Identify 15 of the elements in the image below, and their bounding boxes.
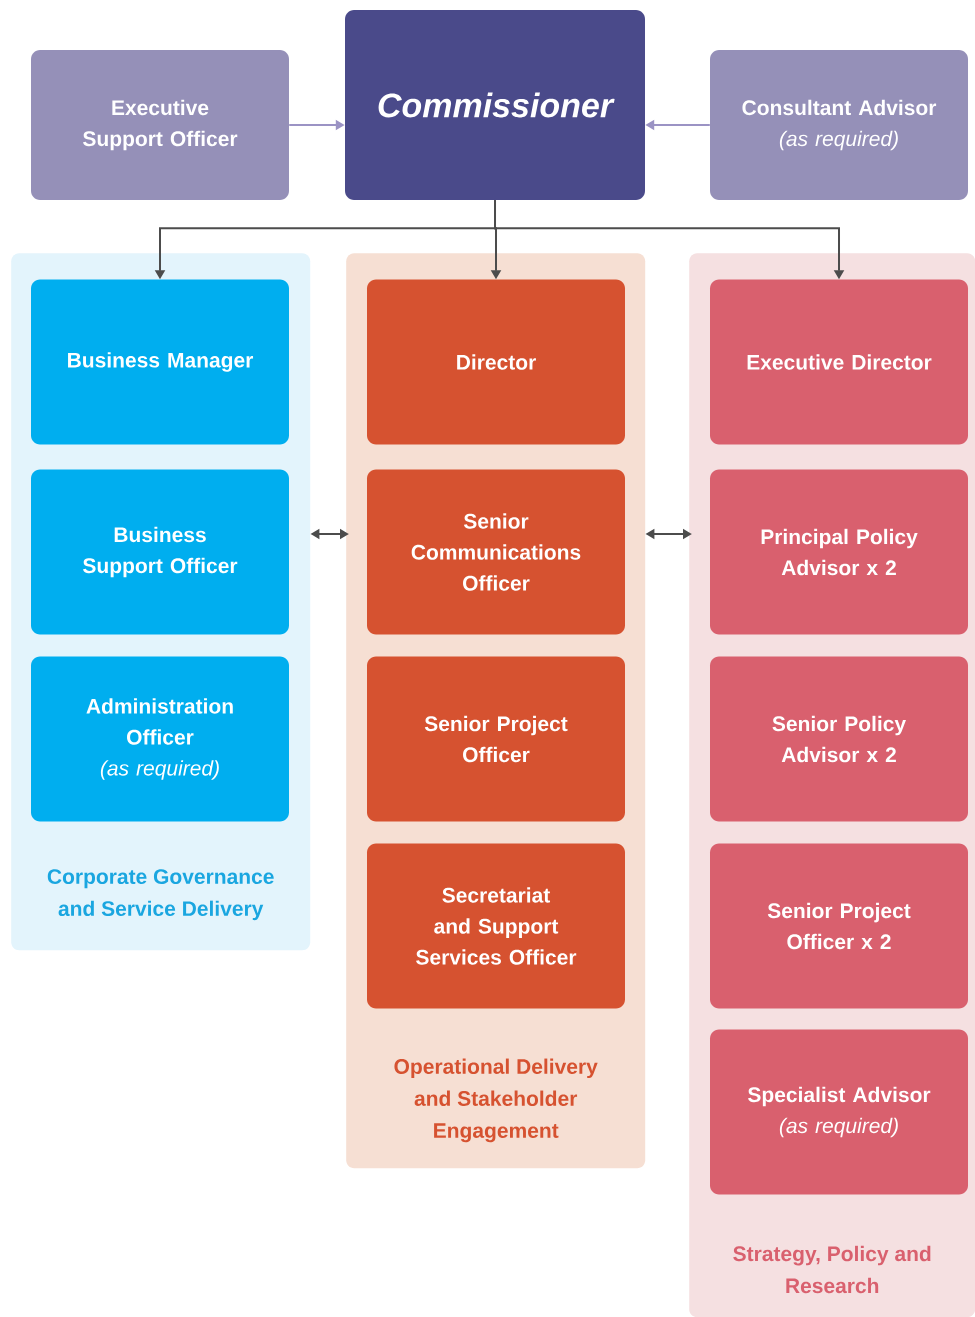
role-box: Commissioner [345, 10, 645, 200]
role-box: Senior Project Officer [367, 656, 625, 822]
role-box: Principal Policy Advisor x 2 [710, 469, 968, 635]
role-box: Administration Officer (as required) [31, 656, 289, 822]
role-box: Consultant Advisor (as required) [710, 50, 968, 200]
role-box: Specialist Advisor (as required) [710, 1029, 968, 1195]
role-box: Executive Support Officer [31, 50, 289, 200]
role-box: Business Manager [31, 279, 289, 445]
role-box: Secretariat and Support Services Officer [367, 843, 625, 1009]
role-box: Senior Policy Advisor x 2 [710, 656, 968, 822]
role-box: Business Support Officer [31, 469, 289, 635]
role-box: Director [367, 279, 625, 445]
role-box: Senior Project Officer x 2 [710, 843, 968, 1009]
role-box: Executive Director [710, 279, 968, 445]
role-box: Senior Communications Officer [367, 469, 625, 635]
